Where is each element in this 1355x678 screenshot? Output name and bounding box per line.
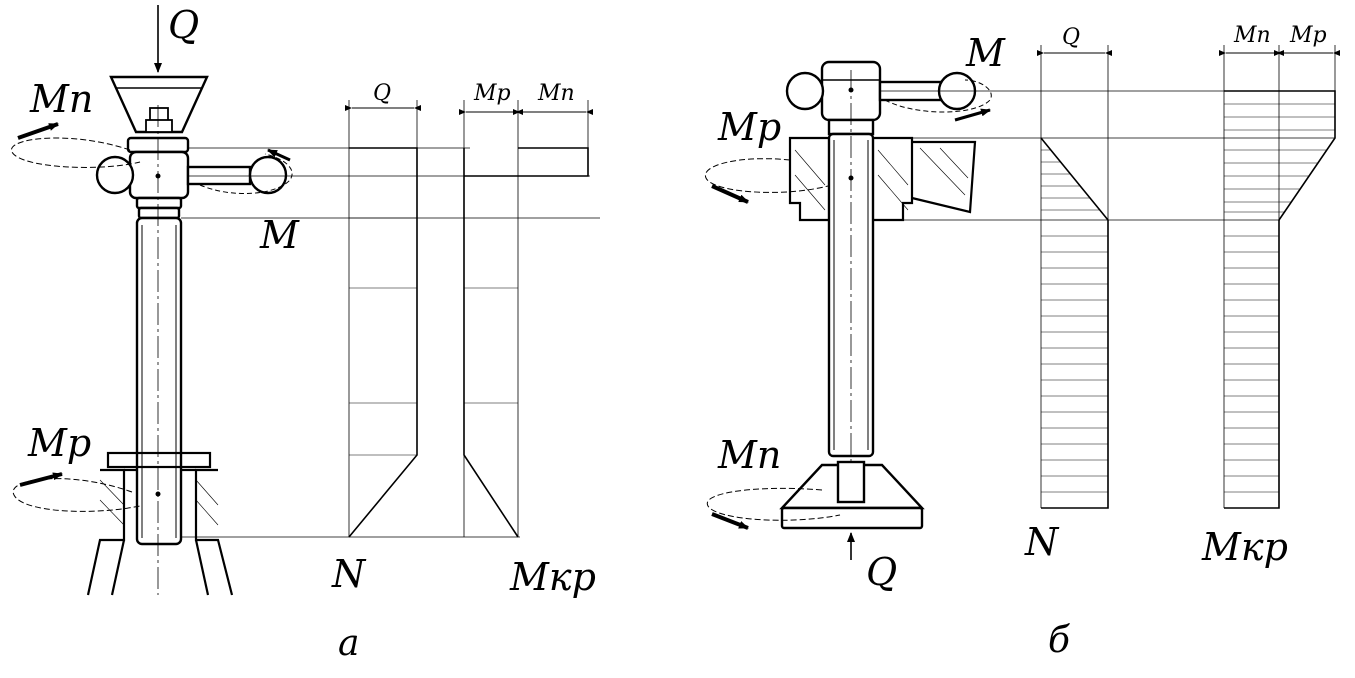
axial-header-label-a: Q (373, 81, 391, 106)
handle-moment-arrow-b (884, 79, 992, 122)
caption-b: б (1048, 620, 1071, 661)
torque-diagram-a (459, 100, 593, 538)
axial-diagram-a (345, 100, 421, 538)
axial-header-label-b: Q (1062, 25, 1080, 50)
figure-a: Q (11, 3, 600, 664)
axial-diagram-b (1037, 45, 1112, 509)
handle-moment-arrow-a (199, 148, 293, 194)
torque-header-right-a: Mn (537, 81, 575, 106)
screw-shaft-a (135, 216, 183, 546)
projection-lines-b (880, 90, 1335, 221)
torque-header-left-b: Mn (1233, 23, 1271, 48)
axial-name-label-a: N (331, 552, 367, 596)
nut-hatch-b (794, 147, 969, 211)
torque-header-left-a: Mp (473, 81, 511, 106)
axial-name-label-b: N (1024, 520, 1060, 564)
figure-b: Q M Mp Mn (704, 23, 1340, 661)
handle-moment-label-b: M (965, 31, 1006, 75)
load-cup-a (109, 75, 209, 134)
projection-lines-a (181, 147, 600, 538)
moment-mn-label-a: Mn (29, 77, 93, 121)
torque-name-label-b: Mкр (1201, 525, 1288, 569)
moment-mp-arrow-a (12, 472, 141, 512)
force-q-label-a: Q (168, 3, 199, 47)
nut-b (788, 136, 977, 222)
handle-a (95, 155, 288, 195)
moment-mn-arrow-b (706, 487, 841, 530)
moment-mn-arrow-a (11, 122, 141, 168)
force-q-label-b: Q (866, 550, 897, 594)
moment-mn-label-b: Mn (717, 433, 781, 477)
caption-a: а (338, 623, 359, 664)
torque-header-right-b: Mp (1289, 23, 1327, 48)
moment-mp-label-b: Mp (717, 105, 781, 149)
torque-name-label-a: Mкр (509, 555, 596, 599)
nut-base-a (86, 451, 234, 596)
base-heel-b (779, 460, 925, 530)
handle-moment-label-a: M (259, 213, 300, 257)
handle-b (785, 71, 977, 111)
moment-mp-label-a: Mp (27, 421, 91, 465)
moment-mp-arrow-b (704, 158, 829, 204)
torque-diagram-b (1219, 45, 1340, 509)
